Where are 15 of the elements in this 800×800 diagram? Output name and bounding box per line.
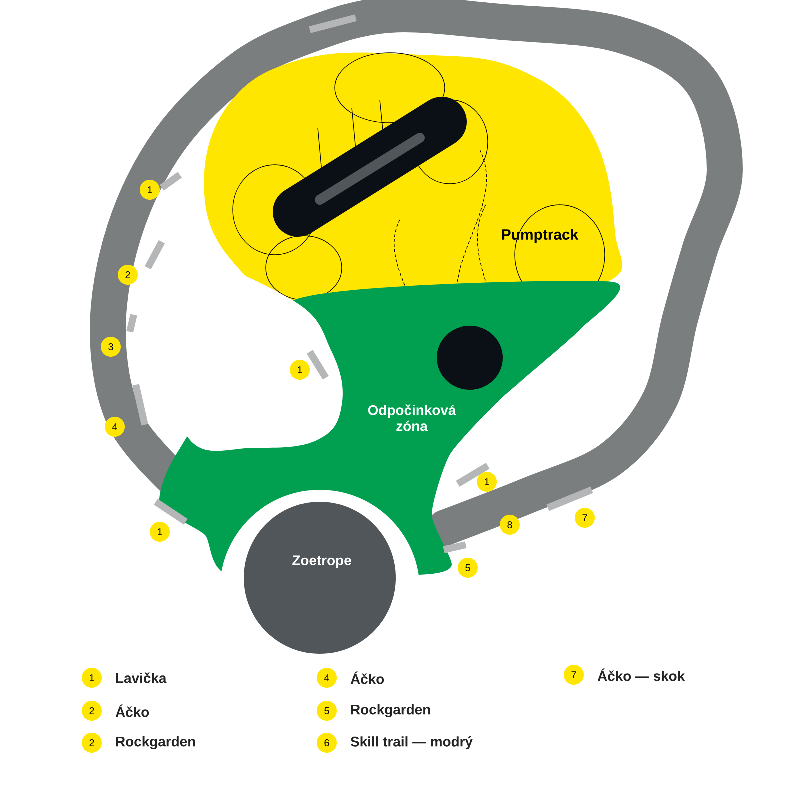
callout-number: 1 xyxy=(150,522,170,542)
callout-number: 3 xyxy=(101,337,121,357)
callout-number: 7 xyxy=(575,508,595,528)
callout-number: 1 xyxy=(290,360,310,380)
callout-number: 1 xyxy=(140,180,160,200)
callout-number: 8 xyxy=(500,515,520,535)
legend-label: Skill trail — modrý xyxy=(350,736,473,750)
legend-label: Áčko xyxy=(350,672,384,684)
legend-label: Rockgarden xyxy=(351,704,430,718)
callout-number: 2 xyxy=(118,265,138,285)
legend-label: Áčko xyxy=(116,704,150,718)
legend-label: Rockgarden xyxy=(116,736,196,750)
callout-number: 4 xyxy=(105,417,125,437)
callout-number: 5 xyxy=(458,558,478,578)
callout-number: 1 xyxy=(477,472,497,492)
